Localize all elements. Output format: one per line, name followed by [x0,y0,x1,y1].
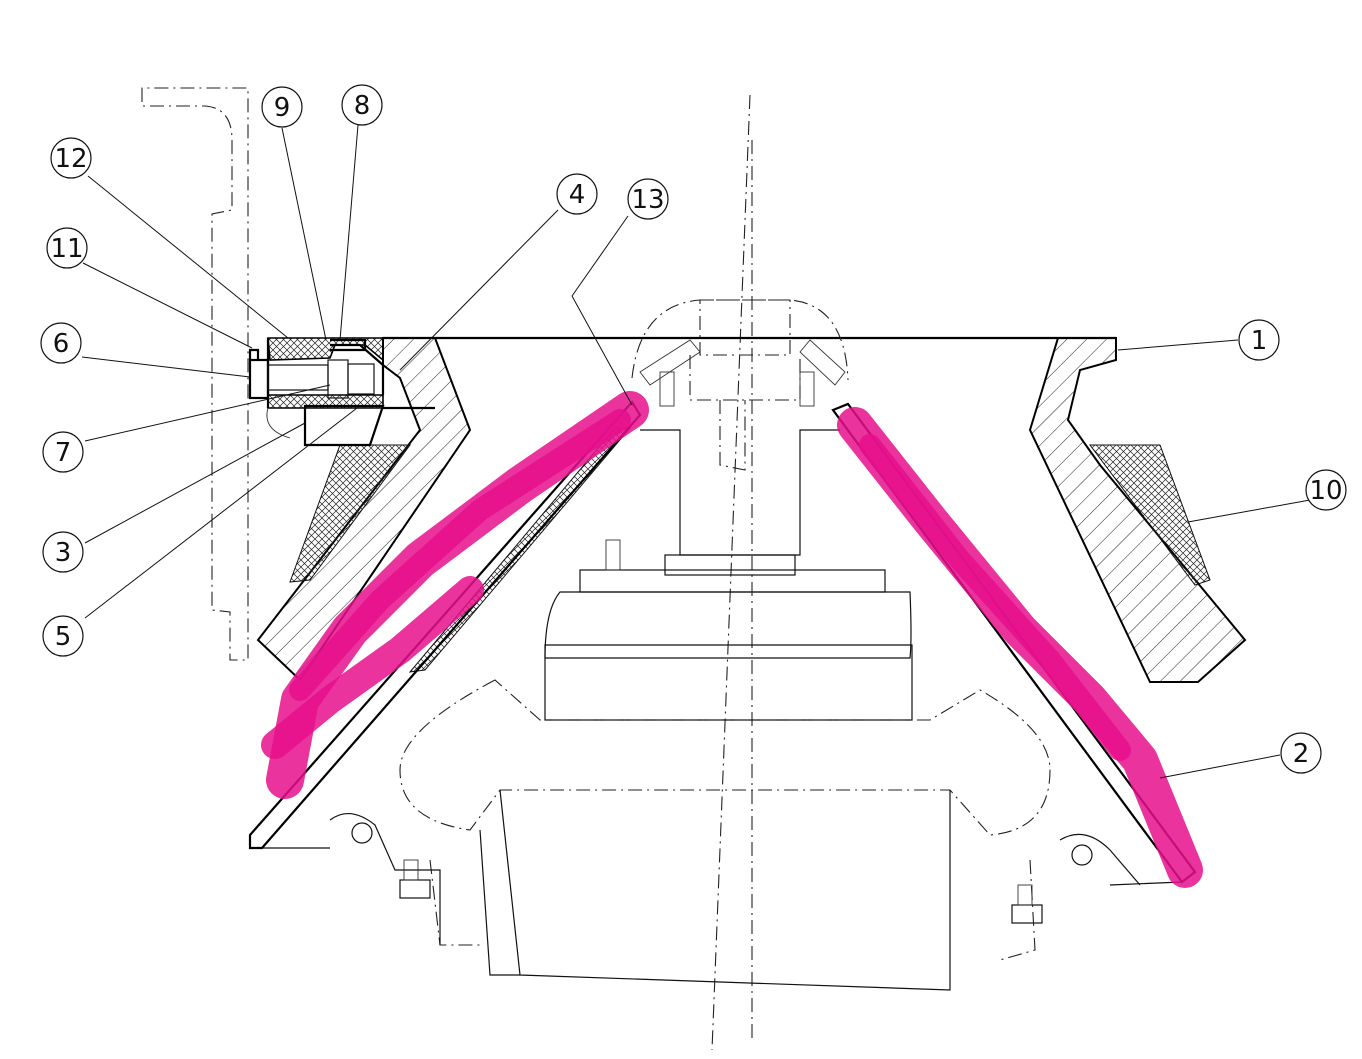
callout-label-5: 5 [55,622,72,652]
head-dome [631,299,849,471]
bottom-frame [329,813,1141,945]
clamp-bolt-detail [248,337,435,447]
callout-label-4: 4 [569,180,586,210]
callout-9: 9 [261,86,303,128]
callout-1: 1 [1238,319,1280,361]
callout-label-13: 13 [631,185,664,215]
callout-label-2: 2 [1293,739,1310,769]
frame-outline [141,87,249,661]
callout-8: 8 [341,84,383,126]
callout-13: 13 [627,178,669,220]
bowl-right-hatched [1028,337,1247,683]
callout-10: 10 [1305,469,1347,511]
callout-label-10: 10 [1309,476,1342,506]
callout-label-12: 12 [54,144,87,174]
leader-lines [81,124,1311,779]
main-shaft-assembly [399,429,1051,991]
callout-label-3: 3 [55,538,72,568]
callout-3: 3 [42,531,84,573]
center-axis [711,94,753,1051]
callout-12: 12 [50,137,92,179]
callout-5: 5 [42,615,84,657]
callout-label-9: 9 [274,93,291,123]
highlight-marks [261,391,1203,888]
callout-label-1: 1 [1251,326,1268,356]
callout-label-6: 6 [53,329,70,359]
callout-11: 11 [46,227,88,269]
callout-label-11: 11 [50,234,83,264]
callout-6: 6 [40,322,82,364]
backing-left-crosshatch [289,444,411,583]
callout-label-7: 7 [55,438,72,468]
backing-right-crosshatch [1089,444,1211,586]
callout-label-8: 8 [354,91,371,121]
callout-2: 2 [1280,732,1322,774]
callout-4: 4 [556,173,598,215]
callout-7: 7 [42,431,84,473]
